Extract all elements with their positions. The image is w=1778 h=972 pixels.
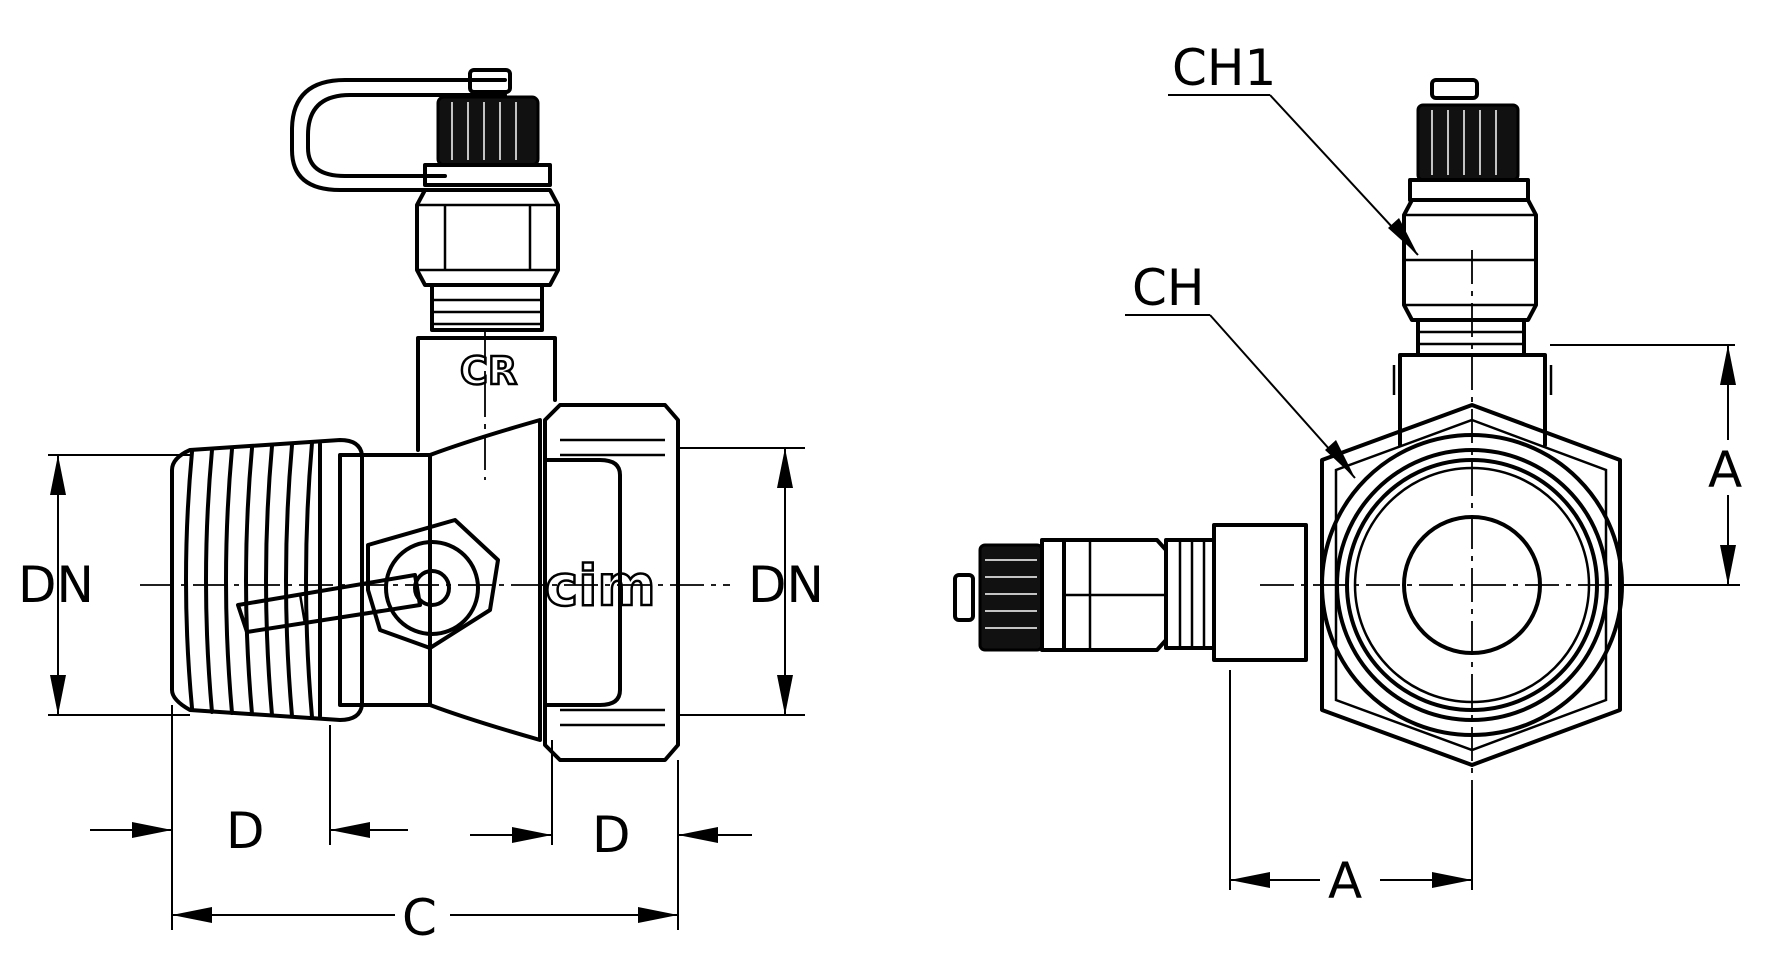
knurled-cap — [436, 95, 540, 167]
body-neck — [416, 336, 557, 452]
cr-logo: CR — [460, 349, 517, 393]
side-view: CR cim — [18, 68, 824, 947]
top-hex-ch1 — [1402, 198, 1538, 322]
test-point-hex — [415, 188, 560, 287]
top-knurled-cap — [1416, 103, 1520, 182]
dim-a-horizontal: A — [1328, 852, 1362, 910]
valve-body — [338, 418, 542, 742]
dim-dn-left: DN — [18, 556, 94, 614]
cap-loop — [290, 78, 507, 192]
side-boss — [1212, 523, 1308, 662]
stem-core — [413, 569, 451, 607]
stem-ring — [384, 540, 480, 636]
hex-stem — [366, 518, 500, 650]
cim-logo: cim — [545, 554, 656, 619]
dim-a-vertical: A — [1708, 441, 1742, 499]
dim-c: C — [402, 889, 437, 947]
label-ch: CH — [1132, 259, 1205, 317]
dim-d-right: D — [592, 806, 631, 864]
label-ch1: CH1 — [1172, 39, 1276, 97]
dim-dn-right: DN — [748, 556, 824, 614]
dim-d-left: D — [226, 802, 265, 860]
male-thread-end — [170, 438, 364, 722]
main-hex-ch — [1320, 403, 1622, 767]
female-hex-end — [543, 403, 680, 762]
end-view: A A CH CH1 — [953, 39, 1742, 910]
